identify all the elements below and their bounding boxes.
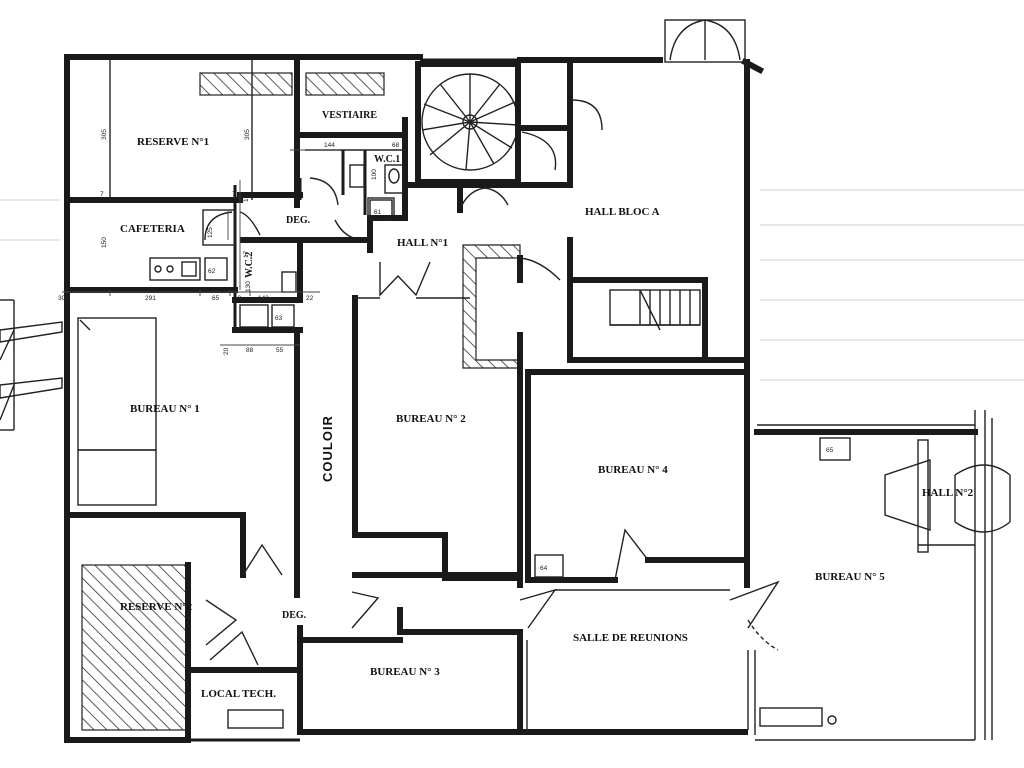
dim-150: 150 <box>101 237 108 248</box>
dim-17a: 17 <box>243 194 250 202</box>
tag-64: 64 <box>540 565 548 572</box>
bureau2-room <box>352 365 523 588</box>
dim-10: 10 <box>234 295 242 302</box>
dim-100: 100 <box>371 169 378 180</box>
dim-7b: 7 <box>232 191 236 198</box>
reserve1-room <box>64 57 385 208</box>
label-reserve2: RESERVE N°2 <box>120 601 193 613</box>
dim-144: 144 <box>324 142 335 149</box>
dim-143: 143 <box>258 295 269 302</box>
label-wc2: W.C.2 <box>244 252 255 278</box>
tag-63: 63 <box>275 315 283 322</box>
label-bureau4: BUREAU N° 4 <box>598 464 668 476</box>
cafeteria-area <box>64 177 368 333</box>
label-bureau1: BUREAU N° 1 <box>130 403 200 415</box>
reserve2-room <box>81 543 523 743</box>
label-deg-top: DEG. <box>286 215 311 226</box>
dim-68: 68 <box>392 142 400 149</box>
dim-305a: 305 <box>101 129 108 140</box>
label-couloir: COULOIR <box>320 415 335 482</box>
vestiaire-wc1 <box>294 117 408 221</box>
dim-22: 22 <box>306 295 314 302</box>
dimension-lines <box>62 149 340 346</box>
bureau1-room <box>67 317 246 578</box>
label-wc1: W.C.1 <box>374 154 400 165</box>
dim-7a: 7 <box>100 191 104 198</box>
label-salle-reunions: SALLE DE REUNIONS <box>573 632 688 644</box>
scan-lines <box>0 189 1024 381</box>
dim-20: 20 <box>223 347 230 355</box>
spiral-staircase <box>415 61 521 185</box>
dim-130: 130 <box>245 281 252 292</box>
right-wing <box>754 410 1011 740</box>
label-bureau3: BUREAU N° 3 <box>370 666 440 678</box>
room-labels: RESERVE N°1 VESTIAIRE W.C.1 CAFETERIA DE… <box>120 110 974 700</box>
label-reserve1: RESERVE N°1 <box>137 136 209 148</box>
main-entry-door <box>664 19 746 63</box>
dim-17b: 17 <box>243 250 250 258</box>
tag-65: 65 <box>826 447 834 454</box>
dim-125: 125 <box>207 227 214 238</box>
label-deg-bottom: DEG. <box>282 610 307 621</box>
label-cafeteria: CAFETERIA <box>120 223 185 235</box>
dim-55: 55 <box>276 347 284 354</box>
tag-62: 62 <box>208 268 216 275</box>
dim-305b: 305 <box>244 129 251 140</box>
label-local-tech: LOCAL TECH. <box>201 688 276 700</box>
label-hall1: HALL N°1 <box>397 237 448 249</box>
hall1-walls <box>367 182 561 371</box>
hall-bloc-a-walls <box>402 61 750 363</box>
label-bureau2: BUREAU N° 2 <box>396 413 466 425</box>
dim-88: 88 <box>246 347 254 354</box>
label-bureau5: BUREAU N° 5 <box>815 571 885 583</box>
bureau3-room <box>297 607 528 735</box>
left-entry-stair <box>0 299 63 431</box>
tag-61: 61 <box>374 209 382 216</box>
dim-291: 291 <box>145 295 156 302</box>
couloir-walls <box>294 261 470 578</box>
salle-reunions <box>519 580 837 735</box>
dimension-texts: 305 305 7 7 150 125 30 291 65 10 143 22 … <box>58 129 400 355</box>
label-vestiaire: VESTIAIRE <box>322 110 377 121</box>
label-hall2: HALL N°2 <box>922 487 974 499</box>
equipment-tags: 61 62 63 64 65 <box>208 199 834 572</box>
dim-7c: 7 <box>294 142 298 149</box>
bureau4-room <box>525 369 748 583</box>
dim-65: 65 <box>212 295 220 302</box>
dim-30: 30 <box>58 295 66 302</box>
label-hall-bloc-a: HALL BLOC A <box>585 206 660 218</box>
